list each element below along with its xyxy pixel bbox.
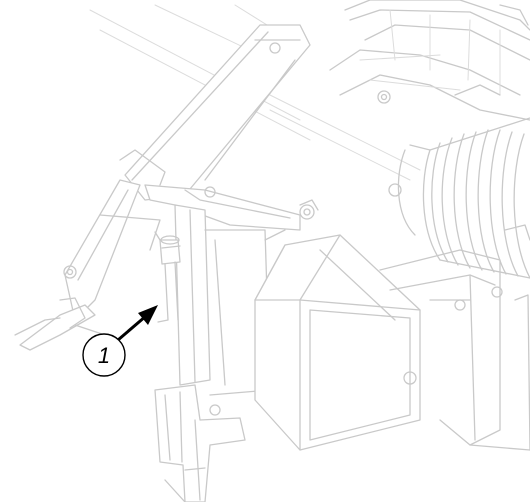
callout-1-leader — [117, 314, 147, 342]
callout-1: 1 — [82, 305, 158, 377]
upper-housing — [329, 0, 530, 121]
frame-beams — [89, 4, 421, 181]
bracket-plate — [144, 183, 402, 231]
callout-1-number: 1 — [98, 343, 110, 368]
lever-arm — [119, 24, 311, 201]
callout-1-circle — [82, 333, 126, 377]
battery-box — [254, 234, 421, 451]
bottom-mount — [154, 384, 246, 502]
corrugated-duct — [397, 117, 530, 279]
latch-pin — [154, 231, 181, 323]
callout-1-arrowhead — [138, 305, 158, 325]
support-post — [174, 204, 286, 396]
left-clamp-arm — [14, 179, 161, 351]
right-lower-assembly — [379, 224, 530, 451]
